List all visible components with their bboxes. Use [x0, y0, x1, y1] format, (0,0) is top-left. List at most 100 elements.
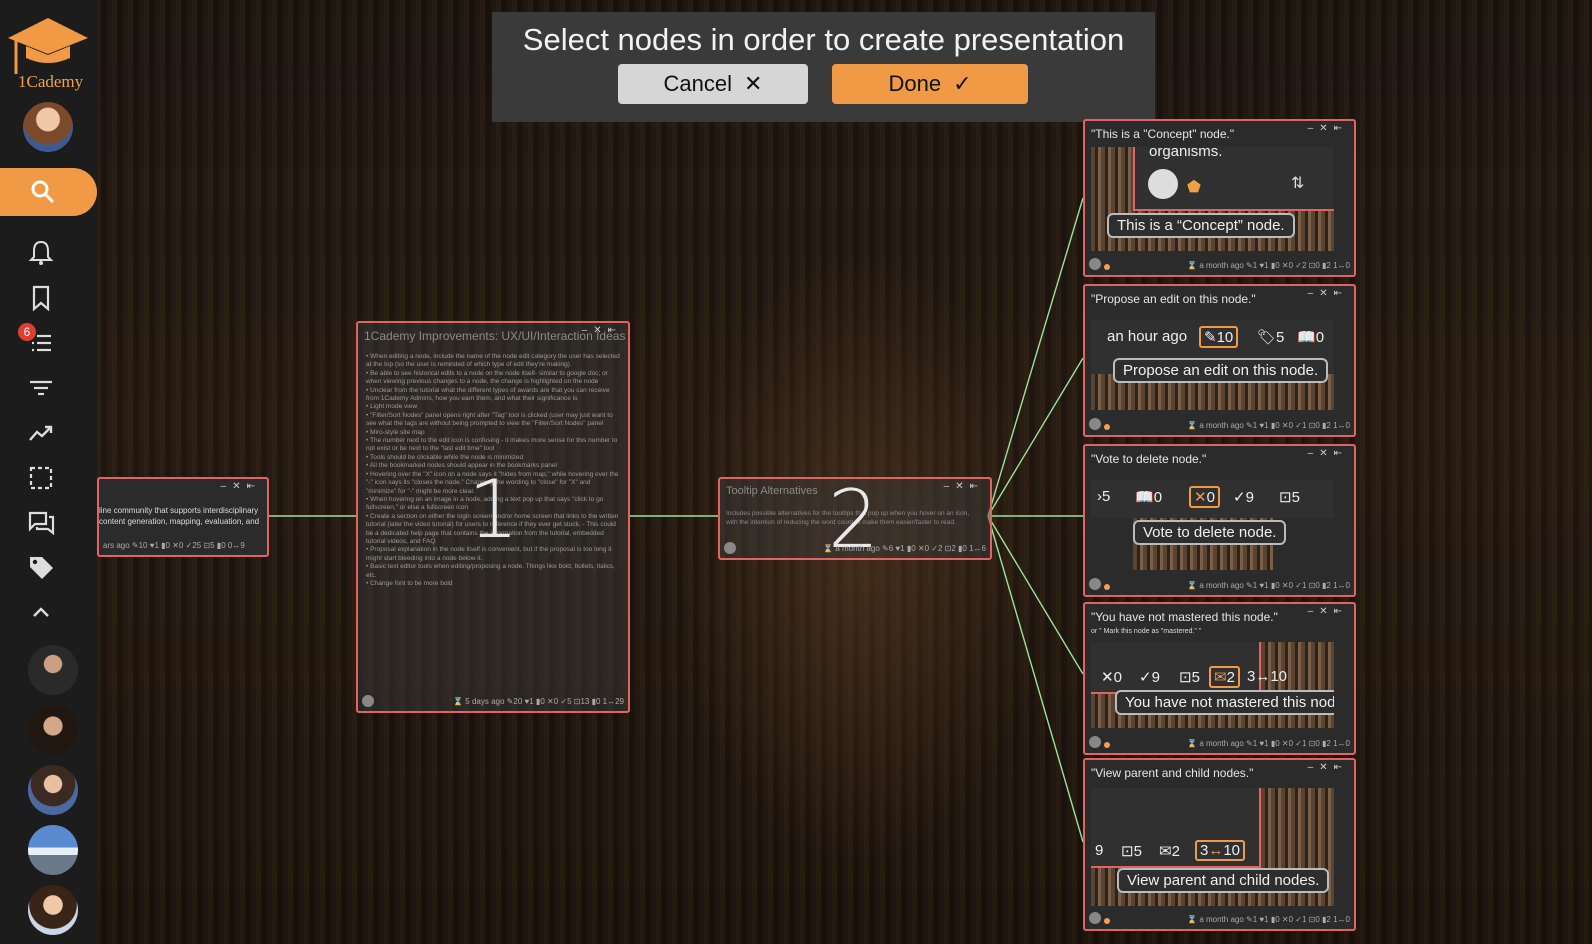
node-footer-stats: ⌛ a month ago ✎1 ♥1 ▮0 ✕0 ✓1 ⊡0 ▮2 1↔0	[1187, 580, 1350, 590]
author-avatar[interactable]	[1089, 912, 1101, 924]
cancel-button[interactable]: Cancel ✕	[618, 64, 808, 104]
parent-child-button[interactable]: 3↔10	[1195, 840, 1246, 861]
link-2-to-concept	[987, 197, 1084, 517]
node-content: Includes possible alternatives for the t…	[726, 510, 970, 526]
chat-icon[interactable]	[26, 508, 56, 538]
upvote-button[interactable]: ✓9	[1233, 489, 1254, 506]
list-item: When editing a node, include the name of…	[366, 353, 620, 370]
node-image: ›5 📖0 ✕0 ✓9 ⊡5 Vote to delete node.	[1091, 480, 1334, 570]
references-count[interactable]: 📖0	[1297, 329, 1325, 346]
node-title: "Propose an edit on this node."	[1091, 292, 1256, 306]
last-edit-time: an hour ago	[1107, 328, 1188, 345]
node-footer-stats: ⌛ a month ago ✎1 ♥1 ▮0 ✕0 ✓1 ⊡0 ▮2 1↔0	[1187, 738, 1350, 748]
leaderboard-avatar[interactable]	[28, 825, 78, 875]
search-button[interactable]	[0, 168, 97, 216]
user-avatar[interactable]	[23, 102, 73, 152]
node-image: ✕0 ✓9 ⊡5 ✉2 3↔10 You have not mastered t…	[1091, 642, 1334, 728]
node-card-improvements[interactable]: –✕⇤ 1Cademy Improvements: UX/UI/Interact…	[356, 321, 630, 713]
propose-edit-button[interactable]: ✎10	[1199, 326, 1239, 348]
node-card-propose[interactable]: –✕⇤ "Propose an edit on this node." an h…	[1083, 284, 1356, 437]
node-image: organisms. ⬟ ⇅ This is a “Concept” node.	[1091, 147, 1334, 251]
node-controls[interactable]: –✕⇤	[1307, 288, 1348, 299]
list-item: The number next to the edit icon is conf…	[366, 437, 620, 454]
bookmark-count[interactable]: ⊡5	[1179, 669, 1200, 686]
node-subtitle: or " Mark this node as "mastered." "	[1091, 628, 1202, 635]
bell-icon[interactable]	[26, 238, 56, 268]
bookmark-icon[interactable]	[26, 283, 56, 313]
node-card-concept[interactable]: –✕⇤ "This is a "Concept" node." organism…	[1083, 119, 1356, 277]
leaderboard-avatar[interactable]	[28, 705, 78, 755]
selection-icon[interactable]	[26, 463, 56, 493]
author-avatar[interactable]	[1089, 736, 1101, 748]
upvote-button[interactable]: ✓9	[1139, 669, 1160, 686]
close-icon: ✕	[744, 71, 763, 96]
chevron-up-icon[interactable]	[26, 598, 56, 628]
node-title: "You have not mastered this node."	[1091, 610, 1278, 624]
node-title: Tooltip Alternatives	[726, 485, 818, 497]
node-card-vote[interactable]: –✕⇤ "Vote to delete node." ›5 📖0 ✕0 ✓9 ⊡…	[1083, 444, 1356, 597]
snippet-text: organisms.	[1149, 147, 1223, 160]
upvote-count[interactable]: 9	[1095, 842, 1104, 859]
leaderboard-avatar[interactable]	[28, 885, 78, 935]
node-card-tooltip-alternatives[interactable]: –✕⇤ Tooltip Alternatives Includes possib…	[718, 477, 992, 560]
author-avatar[interactable]	[1089, 578, 1101, 590]
node-controls[interactable]: –✕⇤	[1307, 448, 1348, 459]
author-avatar[interactable]	[362, 695, 374, 707]
list-item: Change font to be more bold	[366, 580, 620, 588]
node-bullet-list: When editing a node, include the name of…	[366, 353, 620, 588]
list-item: Basic text editor tools when editing/pro…	[366, 563, 620, 580]
tooltip: This is a “Concept” node.	[1107, 213, 1295, 238]
node-controls[interactable]: –✕⇤	[1307, 123, 1348, 134]
tooltip: View parent and child nodes.	[1117, 868, 1330, 893]
filter-icon[interactable]	[26, 373, 56, 403]
pin-icon	[1104, 424, 1110, 430]
search-icon	[31, 180, 55, 204]
tags-count[interactable]: 🏷5	[1257, 329, 1285, 346]
node-card-mastered[interactable]: –✕⇤ "You have not mastered this node." o…	[1083, 602, 1356, 755]
logo[interactable]: 1Cademy	[4, 16, 92, 91]
list-item: Create a section on either the login scr…	[366, 513, 620, 547]
leaderboard-avatar[interactable]	[28, 645, 78, 695]
bookmark-count[interactable]: ⊡5	[1279, 489, 1300, 506]
node-card-left[interactable]: –✕⇤ line community that supports interdi…	[97, 477, 269, 557]
done-button[interactable]: Done ✓	[832, 64, 1028, 104]
link-2-to-parent	[987, 515, 1084, 843]
cancel-label: Cancel	[663, 71, 733, 96]
mastered-button[interactable]: ✉2	[1209, 666, 1240, 688]
pin-icon	[1104, 584, 1110, 590]
trending-icon[interactable]	[26, 418, 56, 448]
pin-icon	[1104, 264, 1110, 270]
logo-text: 1Cademy	[18, 72, 84, 91]
node-controls[interactable]: –✕⇤	[1307, 762, 1348, 773]
author-avatar[interactable]	[1089, 418, 1101, 430]
tooltip: You have not mastered this node.	[1115, 690, 1334, 715]
node-controls[interactable]: –✕⇤	[1307, 606, 1348, 617]
leaderboard-avatar[interactable]	[28, 765, 78, 815]
references-count[interactable]: 📖0	[1135, 489, 1163, 506]
node-image: an hour ago ✎10 🏷5 📖0 Propose an edit on…	[1091, 320, 1334, 410]
node-image: 9 ⊡5 ✉2 3↔10 View parent and child nodes…	[1091, 788, 1334, 906]
node-controls[interactable]: –✕⇤	[220, 481, 261, 492]
node-controls[interactable]: –✕⇤	[581, 325, 622, 336]
bookmark-count[interactable]: ⊡5	[1121, 843, 1142, 860]
node-footer-stats: ⌛ a month ago ✎6 ♥1 ▮0 ✕0 ✓2 ⊡2 ▮0 1↔6	[823, 543, 986, 553]
node-footer-stats: ars ago ✎10 ♥1 ▮0 ✕0 ✓25 ⊡5 ▮0 0↔9	[103, 540, 245, 550]
tag-icon[interactable]	[26, 553, 56, 583]
author-avatar[interactable]	[724, 542, 736, 554]
node-controls[interactable]: –✕⇤	[943, 481, 984, 492]
list-item: Miro-style site map	[366, 429, 620, 437]
downvote-button[interactable]: ✕0	[1101, 669, 1122, 686]
author-avatar[interactable]	[1089, 258, 1101, 270]
list-item: "Filter/Sort Nodes" panel opens right af…	[366, 412, 620, 429]
list-item: Proposal explanation in the node itself …	[366, 546, 620, 563]
pin-icon	[1104, 918, 1110, 924]
node-card-parent[interactable]: –✕⇤ "View parent and child nodes." 9 ⊡5 …	[1083, 758, 1356, 931]
tags-count[interactable]: ›5	[1097, 488, 1111, 505]
mastered-count[interactable]: ✉2	[1159, 843, 1180, 860]
node-footer-stats: ⌛ a month ago ✎1 ♥1 ▮0 ✕0 ✓1 ⊡0 ▮2 1↔0	[1187, 420, 1350, 430]
check-icon: ✓	[953, 71, 972, 96]
downvote-button[interactable]: ✕0	[1189, 486, 1220, 508]
parent-child-count[interactable]: 3↔10	[1247, 668, 1288, 685]
concept-icon: ⬟	[1187, 179, 1201, 196]
